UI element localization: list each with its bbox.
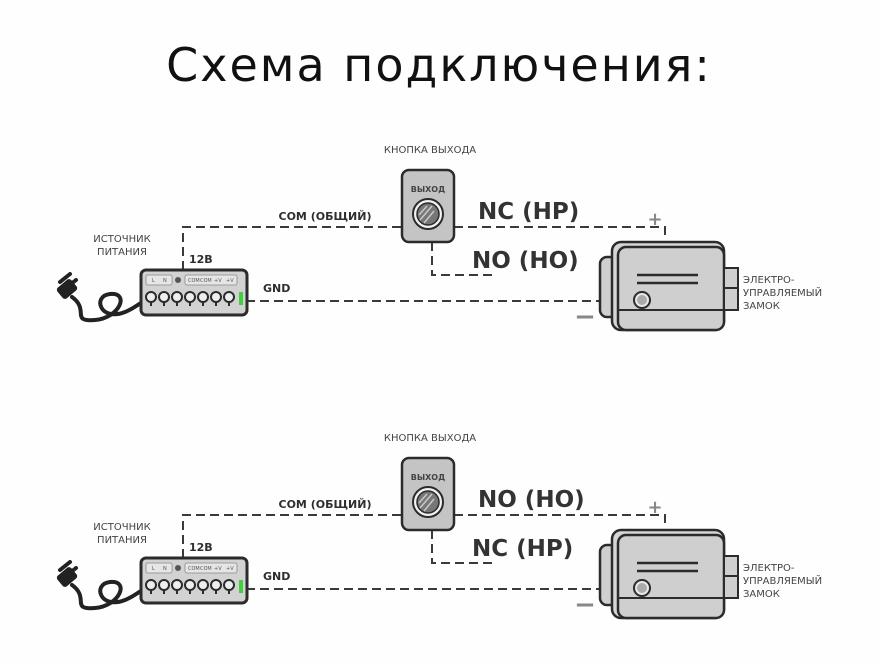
power-supply: ИСТОЧНИК ПИТАНИЯ L N COM COM +V +V 12В G… [56,522,290,611]
minus-sign: − [574,302,596,332]
terminal-screw-icon [197,579,209,591]
exit-button-face-label: ВЫХОД [411,185,445,194]
lower-contact-label: NC (НР) [472,536,573,562]
minus-sign: − [574,590,596,620]
wires [182,226,666,302]
terminal-screw-icon [171,579,183,591]
wire-label-gnd: GND [263,282,290,295]
wiring-diagram-2: ИСТОЧНИК ПИТАНИЯ L N COM COM +V +V 12В G… [56,433,822,620]
panel-label-com-2: COM [200,278,212,284]
wire-label-12v: 12В [189,253,213,266]
lock-label-3: ЗАМОК [743,589,780,600]
power-supply-label-2: ПИТАНИЯ [97,247,147,258]
wire-lower-contact [431,530,495,564]
plus-sign: + [647,209,662,230]
terminal-screw-icon [210,291,222,303]
panel-label-l: L [152,566,155,572]
lock-label-3: ЗАМОК [743,301,780,312]
wire-label-gnd: GND [263,570,290,583]
panel-label-v-1: +V [214,278,222,284]
power-supply-label-2: ПИТАНИЯ [97,535,147,546]
panel-label-n: N [163,278,167,284]
panel-label-l: L [152,278,155,284]
power-indicator [239,292,243,305]
exit-button: КНОПКА ВЫХОДА ВЫХОД [384,145,476,244]
terminals [145,291,235,306]
lock-label-2: УПРАВЛЯЕМЫЙ [743,286,822,299]
terminal-screw-icon [210,579,222,591]
power-supply: ИСТОЧНИК ПИТАНИЯ L N COM COM +V +V 12В G… [56,234,290,323]
exit-button: КНОПКА ВЫХОДА ВЫХОД [384,433,476,532]
ground-symbol-icon [175,565,181,571]
lock-label-2: УПРАВЛЯЕМЫЙ [743,574,822,587]
page-title: Схема подключения: [166,38,712,92]
terminal-screw-icon [145,291,157,303]
wire-upper-contact [454,226,666,240]
panel-label-com-1: COM [188,278,200,284]
ground-symbol-icon [175,277,181,283]
wire-label-12v: 12В [189,541,213,554]
wire-upper-contact [454,514,666,528]
electric-lock-icon [598,528,739,620]
lock-label-1: ЭЛЕКТРО- [743,563,795,574]
panel-label-v-2: +V [226,566,234,572]
panel-label-v-2: +V [226,278,234,284]
exit-button-face-label: ВЫХОД [411,473,445,482]
wire-12v [182,226,402,270]
power-indicator [239,580,243,593]
plus-sign: + [647,497,662,518]
power-plug-icon [56,560,145,611]
wire-label-com: COM (ОБЩИЙ) [279,210,372,223]
terminal-screw-icon [171,291,183,303]
terminal-screw-icon [223,579,235,591]
power-supply-label-1: ИСТОЧНИК [93,234,150,245]
terminals [145,579,235,594]
terminal-screw-icon [158,579,170,591]
panel-label-com-1: COM [188,566,200,572]
electric-lock-icon [598,240,739,332]
lock-label-1: ЭЛЕКТРО- [743,275,795,286]
terminal-screw-icon [184,291,196,303]
terminal-screw-icon [145,579,157,591]
power-plug-icon [56,272,145,323]
wire-label-com: COM (ОБЩИЙ) [279,498,372,511]
terminal-screw-icon [184,579,196,591]
power-supply-label-1: ИСТОЧНИК [93,522,150,533]
panel-label-n: N [163,566,167,572]
wire-12v [182,514,402,558]
panel-label-v-1: +V [214,566,222,572]
exit-button-caption: КНОПКА ВЫХОДА [384,145,476,156]
upper-contact-label: NO (НО) [478,487,585,513]
terminal-screw-icon [158,291,170,303]
panel-label-com-2: COM [200,566,212,572]
terminal-screw-icon [197,291,209,303]
terminal-screw-icon [223,291,235,303]
wires [182,514,666,590]
lower-contact-label: NO (НО) [472,248,579,274]
wire-lower-contact [431,242,495,276]
upper-contact-label: NC (НР) [478,199,579,225]
wiring-diagram-1: ИСТОЧНИК ПИТАНИЯ L N COM COM +V +V 12В G… [56,145,822,332]
exit-button-caption: КНОПКА ВЫХОДА [384,433,476,444]
